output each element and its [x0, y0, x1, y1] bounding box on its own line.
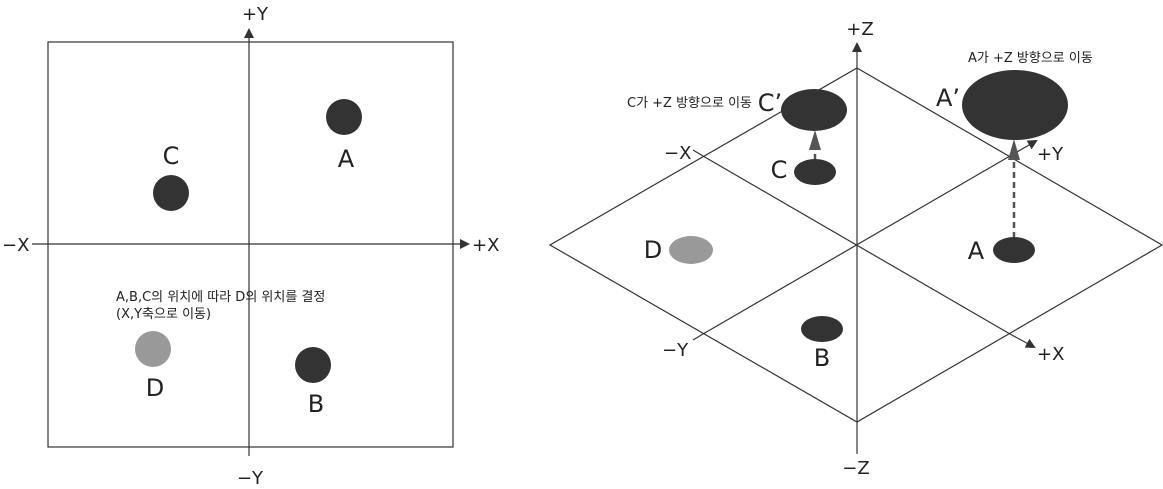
right-x-axis-arrow — [1009, 333, 1036, 348]
right-axis-pos-y: +Y — [1037, 144, 1064, 165]
left-point-c — [153, 175, 189, 211]
right-label-a: A — [968, 237, 985, 265]
right-axis-neg-z: −Z — [842, 458, 869, 479]
left-point-d — [135, 331, 171, 367]
right-c-lift-arrow-icon — [809, 130, 821, 150]
right-axis-neg-y: −Y — [662, 340, 689, 361]
right-axis-pos-x: +X — [1037, 344, 1064, 365]
right-view: +Z −Z −X +X +Y −Y A A’ A가 +Z 방향으로 이동 C C… — [548, 19, 1163, 479]
right-point-c — [794, 159, 836, 185]
right-label-b: B — [814, 344, 830, 372]
left-axis-neg-x: −X — [2, 235, 29, 256]
left-point-a — [326, 99, 362, 135]
left-note-line2: (X,Y축으로 이동) — [116, 307, 211, 322]
right-point-c-moved — [781, 89, 847, 131]
right-point-a-moved — [962, 70, 1068, 140]
left-label-d: D — [146, 374, 164, 402]
right-neg-x-tick — [692, 149, 704, 157]
right-point-a — [993, 237, 1035, 263]
right-axis-pos-z: +Z — [846, 19, 873, 40]
right-label-a-moved: A’ — [936, 84, 960, 112]
right-point-d — [669, 236, 713, 264]
left-axis-pos-x: +X — [472, 235, 499, 256]
right-point-b — [801, 316, 843, 342]
right-note-a: A가 +Z 방향으로 이동 — [968, 51, 1093, 66]
left-axis-pos-y: +Y — [242, 4, 269, 25]
left-label-c: C — [163, 142, 180, 170]
right-note-c: C가 +Z 방향으로 이동 — [627, 96, 752, 111]
left-point-b — [295, 347, 331, 383]
left-axis-neg-y: −Y — [237, 468, 264, 489]
left-label-a: A — [338, 145, 355, 173]
right-label-c: C — [771, 156, 788, 184]
left-view: +Y −Y +X −X A C D B A,B,C의 위치에 따라 D의 위치를… — [2, 4, 499, 489]
right-axis-neg-x: −X — [664, 143, 691, 164]
right-a-lift-arrow-icon — [1008, 139, 1020, 160]
right-neg-y-tick — [692, 333, 704, 341]
right-label-d: D — [644, 236, 662, 264]
left-note-line1: A,B,C의 위치에 따라 D의 위치를 결정 — [116, 290, 325, 305]
left-label-b: B — [308, 390, 324, 418]
right-label-c-moved: C’ — [758, 89, 782, 117]
